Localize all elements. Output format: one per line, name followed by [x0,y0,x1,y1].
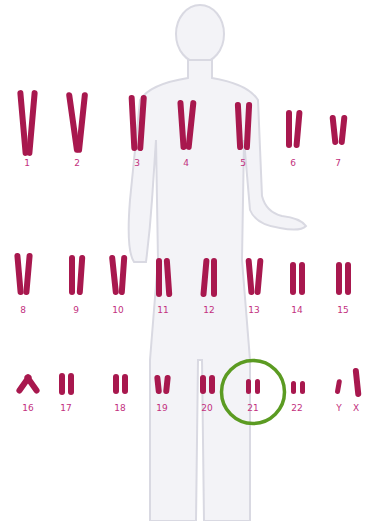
chromosome-number: 21 [247,403,258,414]
chromosome-number: 8 [20,305,26,316]
chromosome-number: 6 [290,158,296,169]
chromosome-number: 15 [337,305,348,316]
chromosome-number: 2 [74,158,80,169]
chromosome-number: 1 [24,158,30,169]
circle-outline [219,358,287,426]
chromosome-number: 10 [112,305,123,316]
chromosomes [14,90,361,397]
chromosome-number: 20 [201,403,212,414]
chromosome-number: 19 [156,403,167,414]
chromosome-number: 4 [183,158,189,169]
chromosome-number: 17 [60,403,71,414]
chromosome-number: 7 [335,158,341,169]
chromosome-number: 11 [157,305,168,316]
chromosome-number: 12 [203,305,214,316]
chromosome-number: 18 [114,403,125,414]
chromosome-number: 13 [248,305,259,316]
chromosome-number: 9 [73,305,79,316]
highlight-circle: 21 [219,358,287,426]
chromosome-number: 5 [240,158,246,169]
chromosome-number: 16 [22,403,33,414]
chromosome-number: 3 [134,158,140,169]
chromosome-number: 14 [291,305,302,316]
chromosome-number: Y [336,403,342,414]
body-silhouette [129,5,306,521]
chromosome-number: 22 [291,403,302,414]
chromosome-number: X [353,403,359,414]
